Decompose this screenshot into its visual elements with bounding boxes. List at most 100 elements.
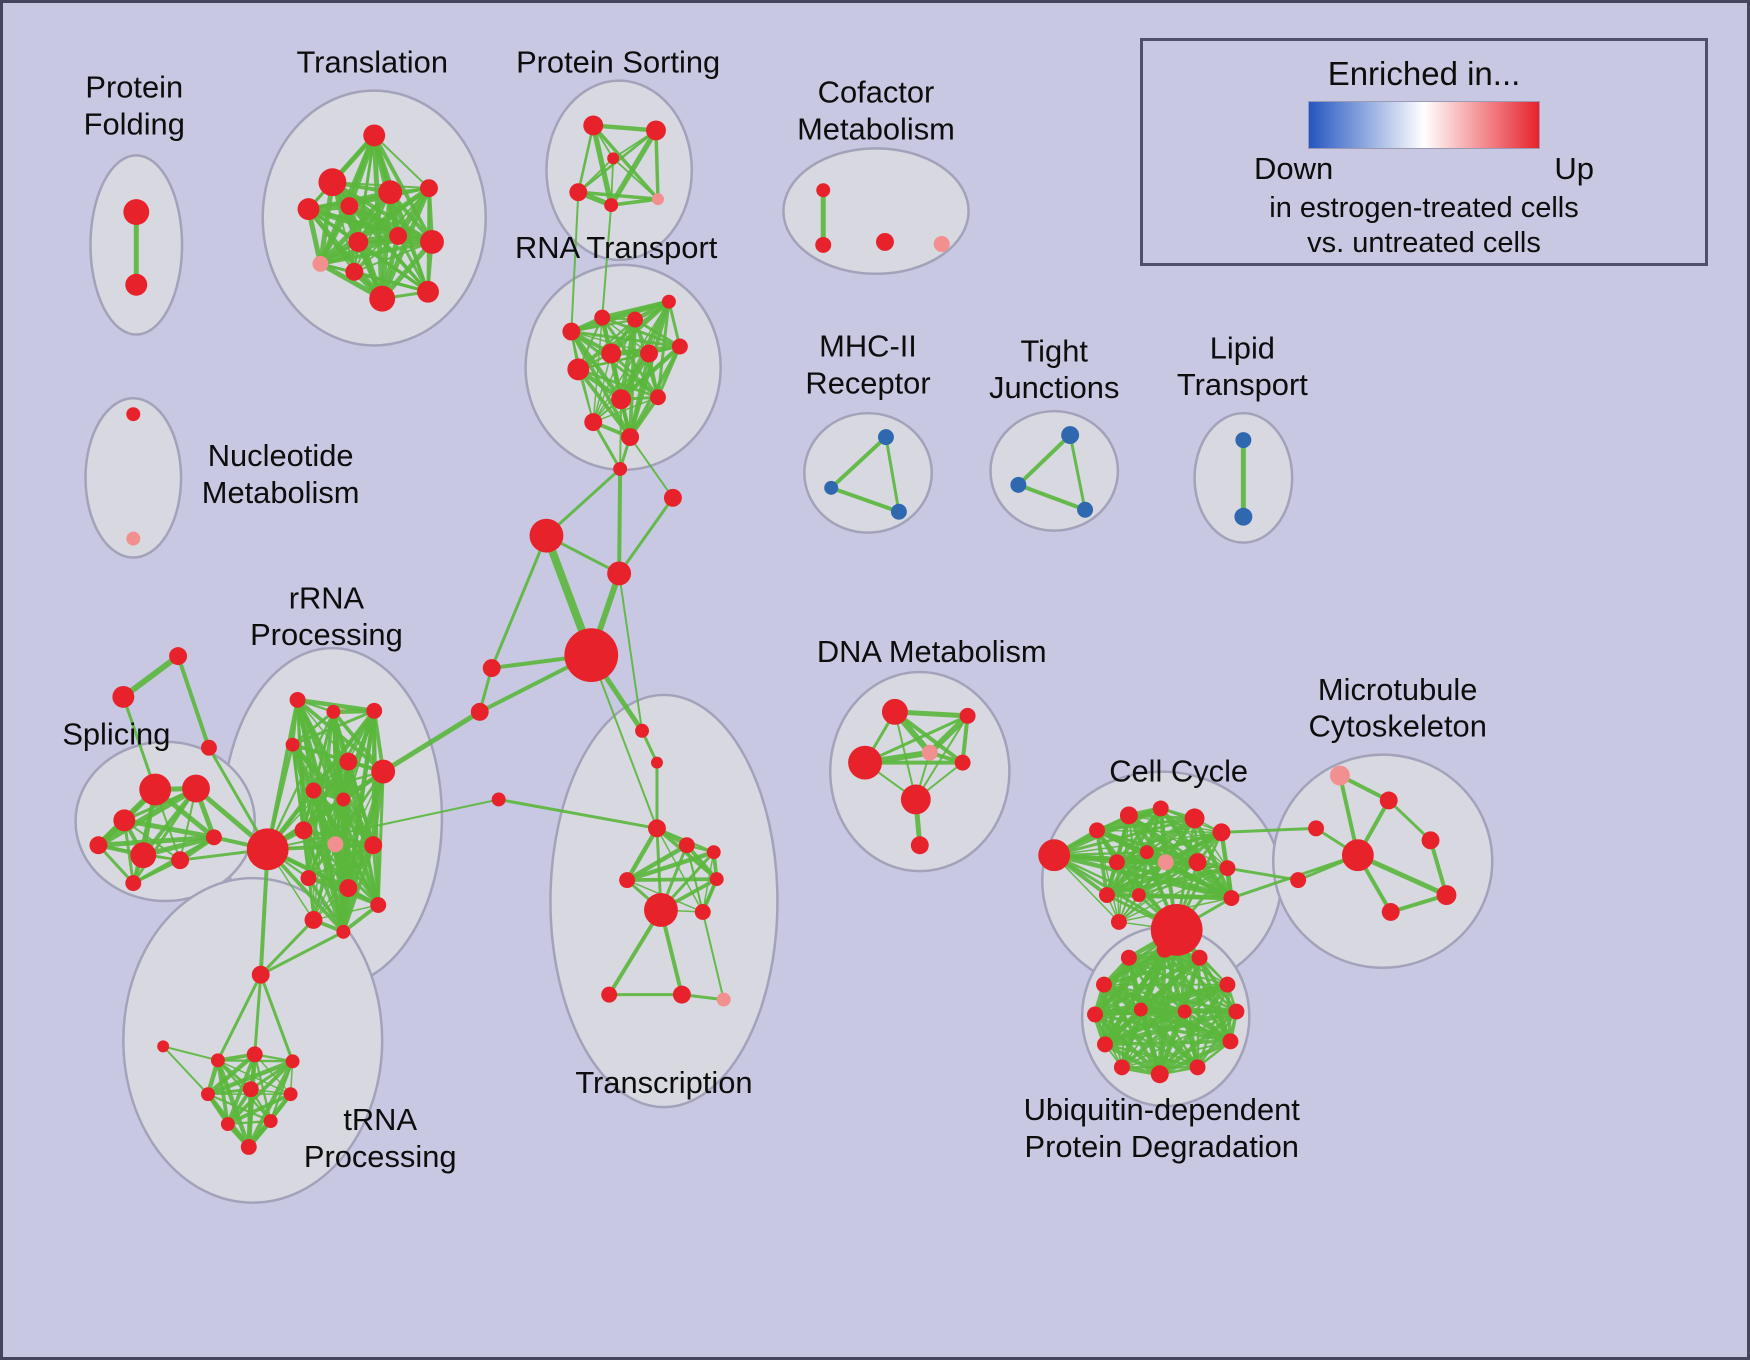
network-node-89 xyxy=(242,1081,259,1098)
network-node-76 xyxy=(327,836,344,853)
network-node-67 xyxy=(289,691,306,708)
network-node-23 xyxy=(627,311,644,328)
network-node-136 xyxy=(1290,872,1307,889)
network-node-64 xyxy=(205,829,222,846)
network-node-54 xyxy=(491,792,506,807)
cluster-ellipse-nucleotide-metabolism xyxy=(84,397,183,559)
network-node-144 xyxy=(1097,1036,1113,1053)
network-node-10 xyxy=(389,227,408,245)
network-node-104 xyxy=(716,992,731,1007)
network-node-79 xyxy=(339,879,358,898)
network-node-100 xyxy=(644,893,678,927)
network-node-74 xyxy=(336,792,351,807)
network-node-72 xyxy=(371,759,396,784)
network-node-52 xyxy=(482,659,501,678)
network-node-142 xyxy=(1087,1006,1103,1023)
network-node-56 xyxy=(112,685,135,708)
network-node-69 xyxy=(366,702,383,719)
cluster-label-cell-cycle: Cell Cycle xyxy=(1109,754,1248,789)
network-node-59 xyxy=(182,774,210,803)
network-node-24 xyxy=(661,294,676,309)
network-node-40 xyxy=(824,480,839,495)
network-node-43 xyxy=(1010,476,1027,493)
cluster-ellipse-trna-processing xyxy=(122,876,384,1204)
cluster-label-translation: Translation xyxy=(296,45,448,80)
network-node-13 xyxy=(369,285,396,312)
network-node-132 xyxy=(1341,839,1374,872)
network-node-81 xyxy=(304,910,323,929)
network-node-83 xyxy=(251,965,270,984)
network-node-112 xyxy=(910,836,929,855)
network-node-61 xyxy=(89,836,108,855)
cluster-ellipse-tight-junctions xyxy=(989,409,1120,532)
node-layer xyxy=(89,115,1457,1155)
network-node-107 xyxy=(959,707,976,724)
network-node-139 xyxy=(1191,949,1208,966)
network-node-44 xyxy=(1077,501,1094,518)
network-node-87 xyxy=(285,1054,300,1069)
network-node-5 xyxy=(340,197,359,216)
network-node-113 xyxy=(1038,839,1071,872)
network-node-2 xyxy=(363,124,386,147)
network-node-120 xyxy=(1139,845,1154,860)
network-node-82 xyxy=(336,924,351,939)
network-node-66 xyxy=(246,828,289,871)
network-node-108 xyxy=(848,745,882,780)
network-node-50 xyxy=(607,561,632,586)
network-node-7 xyxy=(420,179,438,198)
network-node-51 xyxy=(564,628,619,682)
network-node-109 xyxy=(921,744,938,761)
network-node-21 xyxy=(562,322,581,341)
network-node-12 xyxy=(345,262,364,281)
network-node-27 xyxy=(601,343,622,364)
network-node-92 xyxy=(263,1114,278,1129)
network-node-14 xyxy=(417,280,439,303)
legend-caption-line1: in estrogen-treated cells xyxy=(1269,192,1579,224)
network-node-45 xyxy=(1235,432,1252,449)
network-node-94 xyxy=(635,723,650,738)
network-node-77 xyxy=(364,836,383,855)
network-node-86 xyxy=(246,1046,263,1063)
network-node-147 xyxy=(1150,1065,1169,1084)
network-node-145 xyxy=(1222,1033,1239,1050)
network-node-148 xyxy=(1189,1059,1206,1076)
network-node-115 xyxy=(1119,806,1138,825)
network-node-60 xyxy=(113,809,136,832)
network-node-97 xyxy=(678,837,695,854)
network-node-49 xyxy=(529,518,564,553)
network-node-128 xyxy=(1110,913,1127,930)
cluster-ellipse-mhc-ii-receptor xyxy=(803,411,933,534)
network-node-37 xyxy=(126,407,141,422)
network-node-70 xyxy=(285,737,300,752)
cluster-label-protein-sorting: Protein Sorting xyxy=(516,45,720,80)
network-node-129 xyxy=(1329,765,1350,786)
network-node-0 xyxy=(123,199,150,226)
network-node-75 xyxy=(294,821,313,840)
cluster-label-rna-transport: RNA Transport xyxy=(515,230,718,265)
network-node-39 xyxy=(877,429,894,446)
network-node-28 xyxy=(567,358,590,381)
network-node-25 xyxy=(671,338,688,355)
network-node-117 xyxy=(1184,808,1205,829)
network-node-141 xyxy=(1219,976,1236,993)
network-node-131 xyxy=(1308,820,1325,837)
network-node-38 xyxy=(126,531,141,546)
network-node-4 xyxy=(297,198,320,221)
network-node-6 xyxy=(378,180,403,205)
legend-up-label: Up xyxy=(1554,151,1594,186)
cluster-label-transcription: Transcription xyxy=(575,1065,752,1100)
network-node-119 xyxy=(1108,854,1125,871)
network-node-31 xyxy=(584,413,603,432)
network-node-95 xyxy=(650,756,663,769)
